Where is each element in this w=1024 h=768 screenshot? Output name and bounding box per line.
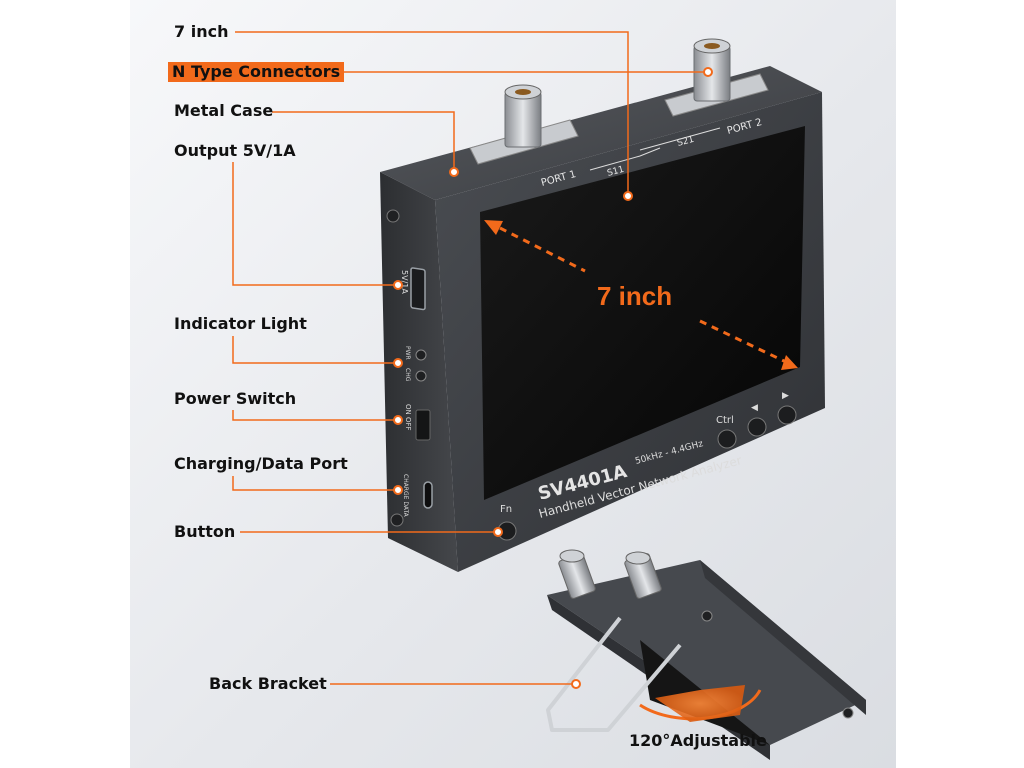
screen-size-text: 7 inch bbox=[597, 281, 672, 311]
chg-label: CHG bbox=[404, 368, 411, 382]
s21-label: S21 bbox=[676, 135, 695, 149]
fn-label: Fn bbox=[500, 504, 512, 515]
pwr-label: PWR bbox=[404, 346, 411, 360]
callout-power-switch bbox=[232, 410, 398, 421]
callout-indicator bbox=[232, 336, 398, 364]
callout-screen-size bbox=[235, 31, 629, 196]
back-device-top bbox=[547, 560, 866, 745]
ctrl-button[interactable] bbox=[717, 429, 737, 449]
adjustable-wedge bbox=[655, 685, 745, 722]
s11-label: S11 bbox=[606, 165, 625, 179]
callout-endpoints bbox=[393, 67, 713, 689]
usb-port[interactable] bbox=[410, 267, 426, 311]
left-arrow-label: ◀ bbox=[751, 403, 758, 413]
main-device: PORT 1 S11 S21 PORT 2 SV4401A 50kHz - 4.… bbox=[380, 38, 825, 572]
arrow-head-end bbox=[781, 355, 798, 370]
label-indicator-light: Indicator Light bbox=[174, 314, 307, 333]
usb-output-label: 5V/1A bbox=[400, 270, 409, 294]
s11-line bbox=[589, 147, 661, 171]
back-screw-2-icon bbox=[842, 707, 854, 719]
right-arrow-label: ▶ bbox=[782, 391, 789, 401]
chg-led bbox=[415, 370, 427, 382]
label-output: Output 5V/1A bbox=[174, 141, 296, 160]
side-screw-top-icon bbox=[386, 209, 400, 223]
callout-charging-port bbox=[232, 476, 398, 491]
back-connector-2 bbox=[624, 551, 662, 599]
back-screw-1-icon bbox=[701, 610, 713, 622]
arrow-head-start bbox=[484, 220, 503, 235]
s21-line bbox=[639, 127, 721, 151]
pwr-led bbox=[415, 349, 427, 361]
callout-output bbox=[232, 162, 398, 286]
usb-c-port[interactable] bbox=[423, 481, 433, 509]
device-screen bbox=[480, 126, 805, 500]
charge-data-label: CHARGE DATA bbox=[402, 474, 409, 518]
right-button[interactable] bbox=[777, 405, 797, 425]
callout-lines bbox=[232, 31, 708, 685]
label-power-switch: Power Switch bbox=[174, 389, 297, 408]
label-button: Button bbox=[174, 522, 236, 541]
callout-metal-case bbox=[272, 111, 455, 172]
label-n-type-connectors: N Type Connectors bbox=[168, 62, 345, 82]
back-connector-1 bbox=[558, 549, 596, 599]
label-metal-case: Metal Case bbox=[174, 101, 274, 120]
back-device-end bbox=[700, 560, 866, 715]
label-charging-data-port: Charging/Data Port bbox=[174, 454, 348, 473]
label-screen-size: 7 inch bbox=[174, 22, 229, 41]
label-adjustable: 120°Adjustable bbox=[629, 731, 767, 750]
back-bracket-wire bbox=[546, 616, 682, 732]
n-connector-port1 bbox=[469, 84, 579, 165]
ctrl-label: Ctrl bbox=[716, 415, 734, 426]
label-back-bracket: Back Bracket bbox=[209, 674, 327, 693]
switch-label: ON OFF bbox=[404, 404, 412, 431]
power-switch[interactable] bbox=[415, 409, 431, 441]
screen-diagonal-arrow bbox=[499, 226, 787, 364]
back-view-device bbox=[546, 549, 866, 760]
side-screw-bottom-icon bbox=[390, 513, 404, 527]
left-button[interactable] bbox=[747, 417, 767, 437]
